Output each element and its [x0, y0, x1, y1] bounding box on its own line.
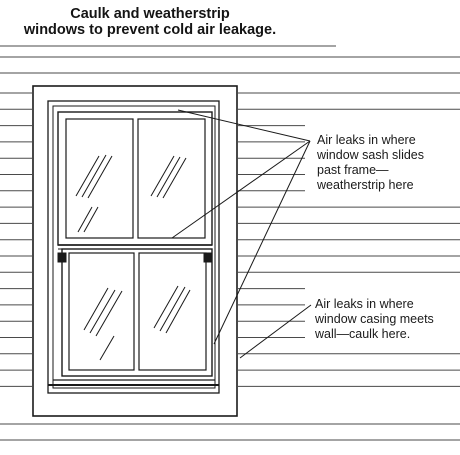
callout-1-line-2: window sash slides	[317, 148, 424, 162]
callout-2-line-1: Air leaks in where	[315, 297, 414, 311]
window-sill	[48, 379, 219, 386]
callout-1-line-4: weatherstrip here	[317, 178, 414, 192]
callout-2-line-2: window casing meets	[315, 312, 434, 326]
callout-1-leaders	[171, 109, 311, 345]
title-line-2: windows to prevent cold air leakage.	[23, 22, 277, 38]
glass-reflections	[75, 154, 191, 361]
callout-weatherstrip: Air leaks in where window sash slides pa…	[317, 133, 424, 193]
callout-1-line-3: past frame—	[317, 163, 389, 177]
diagram-title: Caulk and weatherstrip windows to preven…	[0, 6, 300, 38]
callout-2-leaders	[239, 304, 312, 359]
siding-lines	[0, 45, 460, 441]
callout-caulk: Air leaks in where window casing meets w…	[315, 297, 434, 342]
callout-1-line-1: Air leaks in where	[317, 133, 416, 147]
window-frame-inner	[52, 105, 216, 389]
callout-2-line-3: wall—caulk here.	[315, 327, 411, 341]
title-line-1: Caulk and weatherstrip	[70, 6, 230, 22]
lower-sash	[61, 248, 213, 377]
